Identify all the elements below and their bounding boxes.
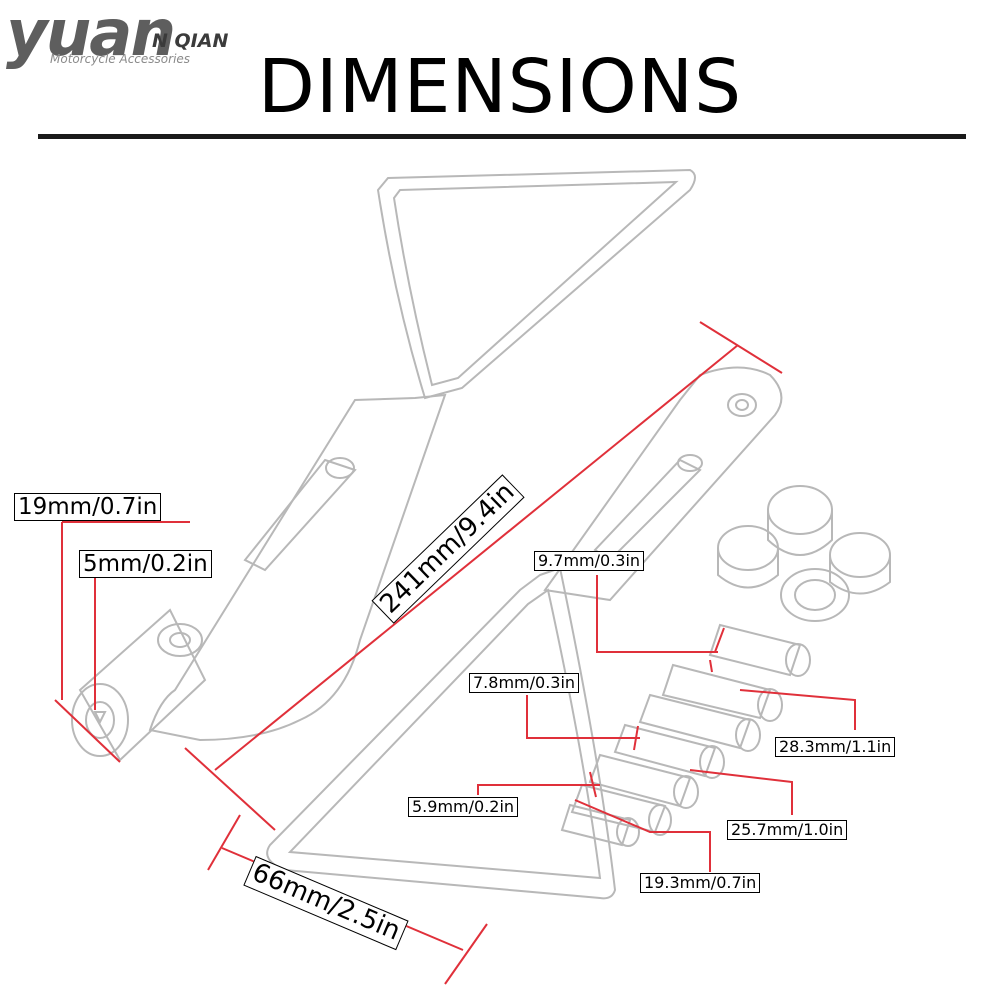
right-mirror-stem [543,366,783,602]
bolt-b-diameter-label: 7.8mm/0.3in [469,673,580,694]
bolt-c-diameter-line [477,784,600,795]
bolt-c-diameter-label: 5.9mm/0.2in [408,797,519,818]
base-diameter-label: 19mm/0.7in [14,493,162,522]
bolt-a-diameter-line [596,575,718,653]
hole-diameter-label: 5mm/0.2in [79,550,212,579]
bolt-a-length-line [739,689,856,730]
title-divider [38,134,966,139]
right-mirror-head [266,566,617,900]
brand-name: N QIAN [152,30,229,52]
bolt-a-diameter-label: 9.7mm/0.3in [534,551,645,572]
length-dimension-line [214,344,739,771]
bolt-a-length-label: 28.3mm/1.1in [775,737,896,758]
bolt-b-length-label: 25.7mm/1.0in [727,820,848,841]
bolt-c-length-line [574,799,711,872]
cap-set [717,485,891,622]
bolt-c-length-label: 19.3mm/0.7in [640,873,761,894]
brand-logo: yuan [6,0,176,71]
left-mirror-head [376,168,696,400]
brand-tagline: Motorcycle Accessories [50,52,191,66]
page-title: DIMENSIONS [257,44,743,130]
bolt-b-length-line [689,769,793,815]
bolt-b-diameter-line [526,695,640,739]
left-mirror-stem [148,393,447,742]
